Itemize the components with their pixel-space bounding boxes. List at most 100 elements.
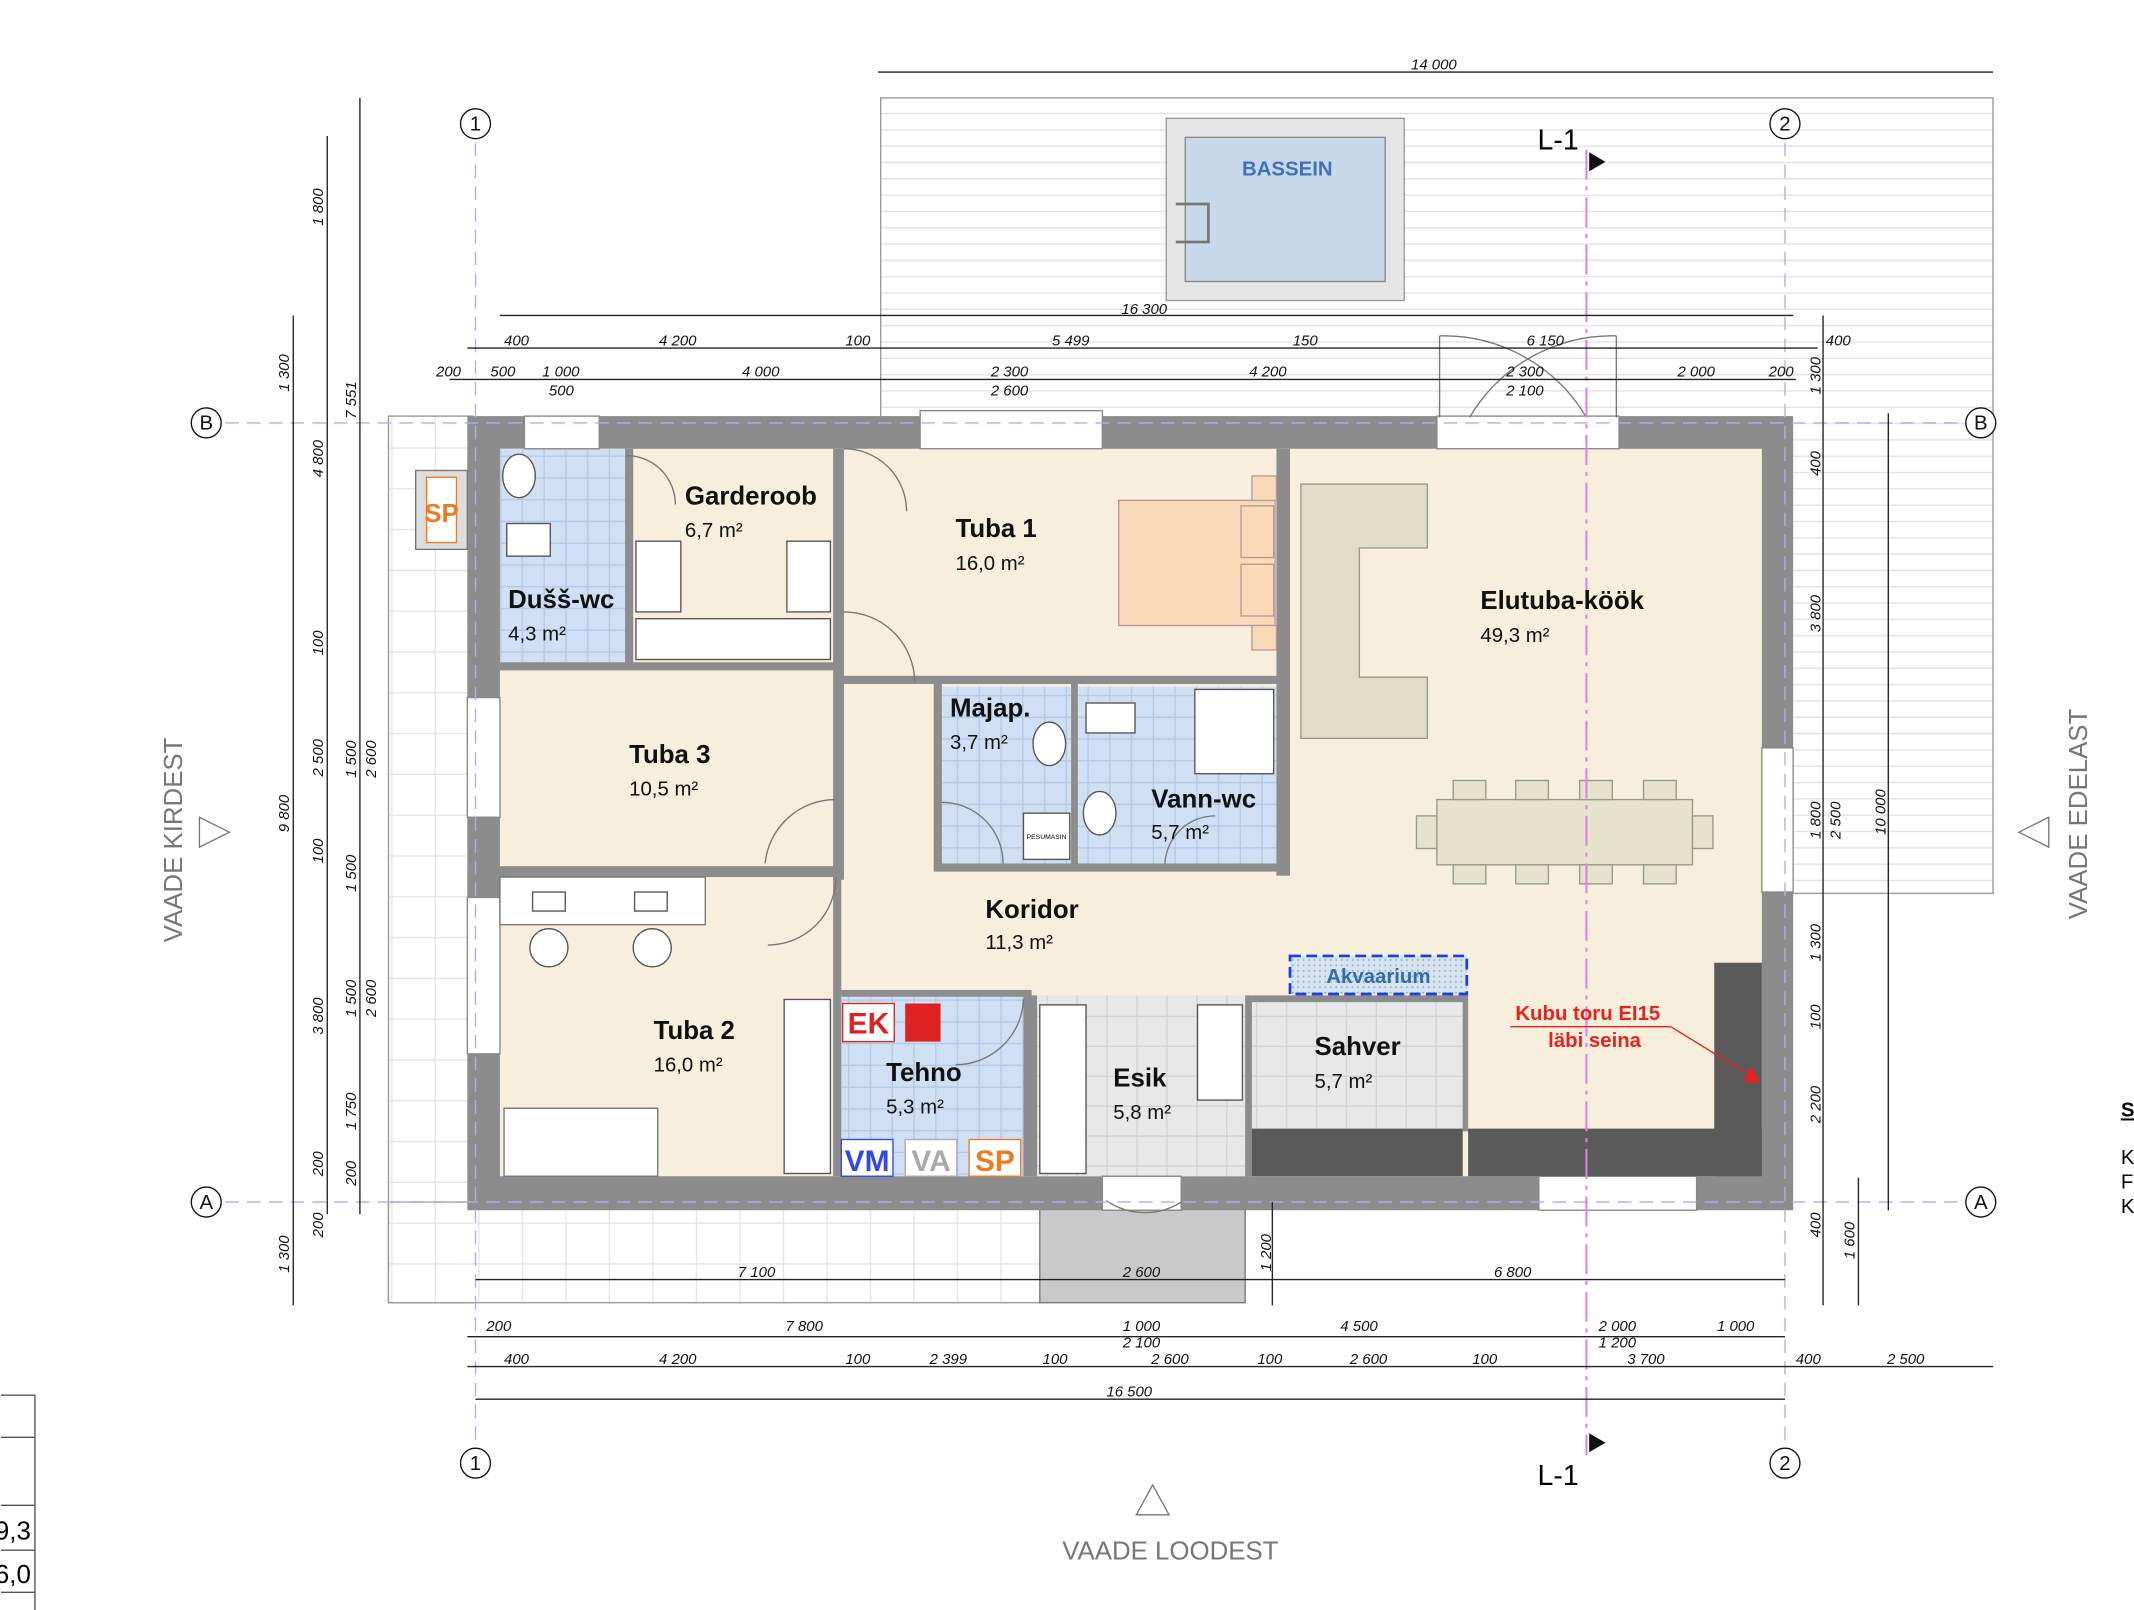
wardrobes xyxy=(635,540,1244,1175)
legend-letter: S xyxy=(2121,1099,2134,1121)
vm-badge: VM xyxy=(845,1145,890,1178)
dim-label: 4 200 xyxy=(1249,364,1287,381)
room-name: Garderoob xyxy=(685,482,817,510)
room-name: Dušš-wc xyxy=(508,586,614,614)
area-table-fragment: 9,3 6,0 xyxy=(0,1394,36,1610)
dim-label: 200 xyxy=(343,1160,360,1187)
grid-markers: 1 2 1 2 B B A A xyxy=(190,108,1997,1479)
dim-label: 1 500 xyxy=(343,854,360,892)
aquarium-label: Akvaarium xyxy=(1326,966,1430,988)
dim-label: 2 500 xyxy=(1886,1351,1925,1368)
dining-table xyxy=(1436,798,1694,866)
dim-label: 9 800 xyxy=(276,794,293,832)
room-area: 4,3 m² xyxy=(508,623,566,645)
room-area: 3,7 m² xyxy=(950,732,1008,754)
dim-label: 3 700 xyxy=(1627,1351,1665,1368)
section-label-bottom: L-1 xyxy=(1537,1460,1578,1492)
sofa xyxy=(1300,483,1429,740)
grid-label-a-left: A xyxy=(199,1192,213,1214)
dim-label: 2 000 xyxy=(1677,364,1716,381)
dim-label: 3 800 xyxy=(1807,594,1824,632)
room-name: Majap. xyxy=(950,695,1030,723)
dim-label: 10 000 xyxy=(1873,789,1890,835)
dim-label: 2 300 xyxy=(990,364,1029,381)
pool: BASSEIN xyxy=(1165,117,1405,302)
ek-badge: EK xyxy=(848,1007,890,1040)
dim-label: 16 300 xyxy=(1121,301,1167,318)
dim-label: 1 800 xyxy=(1807,801,1824,839)
aquarium xyxy=(1288,954,1469,996)
furniture: PESUMASIN xyxy=(414,453,1762,1177)
note-line-2: läbi seina xyxy=(1548,1030,1642,1052)
dim-label: 2 500 xyxy=(1828,801,1845,840)
dim-label: 2 100 xyxy=(1505,383,1544,400)
interior-walls xyxy=(499,448,1469,1177)
room-area: 5,7 m² xyxy=(1314,1071,1372,1093)
dimensions-top: 14 000 16 300 400 4 200 100 5 499 150 6 … xyxy=(435,56,1994,400)
dim-label: 2 600 xyxy=(363,979,380,1018)
view-bottom: VAADE LOODEST xyxy=(1062,1538,1278,1566)
va-badge: VA xyxy=(911,1145,950,1178)
washing-machine xyxy=(1022,812,1071,861)
tech-badges: EK VM VA SP SP xyxy=(424,476,1022,1178)
dim-label: 100 xyxy=(310,630,327,656)
dim-label: 1 500 xyxy=(343,979,360,1017)
dim-label: 2 200 xyxy=(1807,1085,1824,1124)
room-area: 10,5 m² xyxy=(629,778,698,800)
dim-label: 1 000 xyxy=(542,364,580,381)
dim-label: 400 xyxy=(1807,450,1824,476)
dim-label: 100 xyxy=(1257,1351,1283,1368)
view-right: VAADE EDELAST xyxy=(2065,708,2093,919)
dim-label: 1 750 xyxy=(343,1092,360,1130)
shower xyxy=(1194,688,1275,775)
dim-label: 200 xyxy=(435,364,462,381)
grid-label-b-right: B xyxy=(1974,413,1988,435)
room-area: 16,0 m² xyxy=(654,1055,723,1077)
room-name: Sahver xyxy=(1314,1033,1400,1061)
dim-label: 5 499 xyxy=(1052,332,1089,349)
dim-label: 1 800 xyxy=(310,188,327,226)
section-arrow-icon xyxy=(1589,1433,1606,1453)
dim-label: 400 xyxy=(1796,1351,1822,1368)
grid-label-a-right: A xyxy=(1974,1192,1988,1214)
room-area: 16,0 m² xyxy=(955,553,1024,575)
dim-label: 4 200 xyxy=(659,1351,697,1368)
room-name: Tehno xyxy=(886,1059,962,1087)
sp-badge: SP xyxy=(975,1145,1015,1178)
dim-label: 2 300 xyxy=(1505,364,1544,381)
washer-label: PESUMASIN xyxy=(1027,834,1067,841)
dim-label: 100 xyxy=(845,332,871,349)
dim-label: 200 xyxy=(310,1151,327,1178)
dim-label: 2 399 xyxy=(929,1351,967,1368)
view-labels: VAADE KIRDEST VAADE EDELAST VAADE LOODES… xyxy=(160,708,2093,1565)
room-name: Esik xyxy=(1113,1064,1167,1092)
dim-label: 2 500 xyxy=(310,738,327,777)
grid-label-1-bottom: 1 xyxy=(470,1453,481,1475)
dim-label: 400 xyxy=(504,332,530,349)
desk xyxy=(499,876,706,926)
dim-label: 1 300 xyxy=(1807,356,1824,394)
dim-label: 1 300 xyxy=(276,354,293,392)
dim-label: 100 xyxy=(1807,1004,1824,1030)
grid-label-2-bottom: 2 xyxy=(1779,1453,1790,1475)
dim-label: 2 600 xyxy=(363,740,380,779)
room-name: Tuba 1 xyxy=(955,515,1036,543)
side-terrace xyxy=(387,415,474,1304)
view-arrow-icon xyxy=(198,816,231,849)
dim-label: 6 150 xyxy=(1527,332,1565,349)
room-area: 49,3 m² xyxy=(1480,625,1549,647)
table-value: 9,3 xyxy=(0,1517,31,1545)
dim-label: 100 xyxy=(1472,1351,1498,1368)
room-name: Tuba 3 xyxy=(629,741,710,769)
fire-extinguisher-icon xyxy=(905,1003,941,1042)
kitchen-counter-bottom xyxy=(1468,1128,1762,1177)
legend-letter: K xyxy=(2121,1196,2134,1218)
section-label-top: L-1 xyxy=(1537,125,1578,157)
dim-label: 4 000 xyxy=(742,364,780,381)
dim-label: 1 000 xyxy=(1123,1318,1161,1335)
dim-label: 4 500 xyxy=(1340,1318,1378,1335)
table-value: 6,0 xyxy=(0,1561,31,1589)
dim-label: 4 800 xyxy=(310,439,327,477)
